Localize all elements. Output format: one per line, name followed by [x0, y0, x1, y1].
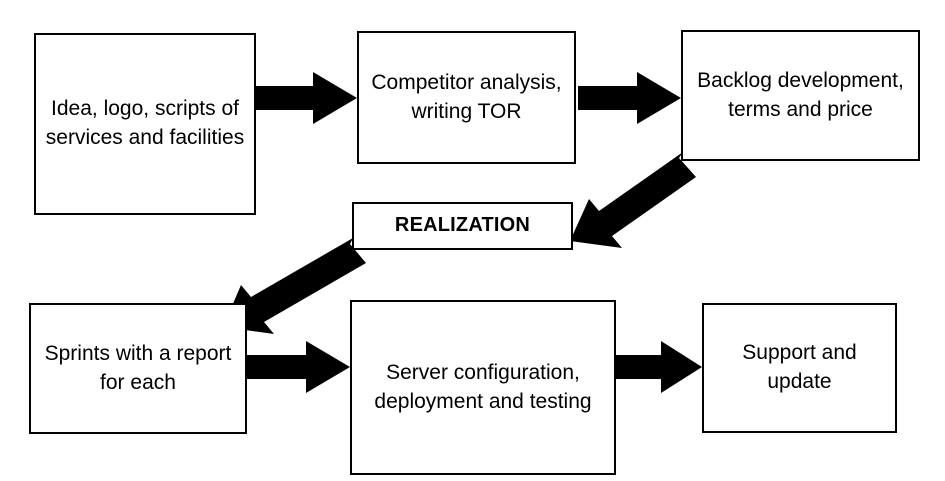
node-sprints[interactable]: Sprints with a report for each [29, 303, 247, 434]
arrow-backlog-to-realization [570, 152, 696, 248]
node-competitor-label: Competitor analysis, writing TOR [371, 70, 562, 123]
node-sprints-label: Sprints with a report for each [44, 341, 232, 394]
arrow-server-to-support [616, 341, 702, 393]
arrow-idea-to-competitor [256, 72, 357, 124]
node-support-label: Support and update [742, 341, 857, 393]
node-idea-label: Idea, logo, scripts of services and faci… [45, 97, 245, 149]
node-backlog-label: Backlog development, terms and price [697, 68, 904, 121]
node-support[interactable]: Support and update [702, 303, 897, 433]
node-idea[interactable]: Idea, logo, scripts of services and faci… [34, 33, 256, 215]
node-backlog[interactable]: Backlog development, terms and price [681, 30, 920, 161]
node-realization-label: REALIZATION [394, 214, 531, 237]
arrow-sprints-to-server [247, 341, 350, 393]
node-server[interactable]: Server configuration, deployment and tes… [350, 300, 616, 475]
node-competitor[interactable]: Competitor analysis, writing TOR [357, 31, 576, 164]
node-server-label: Server configuration, deployment and tes… [374, 360, 592, 413]
node-realization[interactable]: REALIZATION [352, 202, 573, 250]
arrow-realization-to-sprints [223, 238, 366, 334]
arrow-competitor-to-backlog [578, 72, 681, 124]
